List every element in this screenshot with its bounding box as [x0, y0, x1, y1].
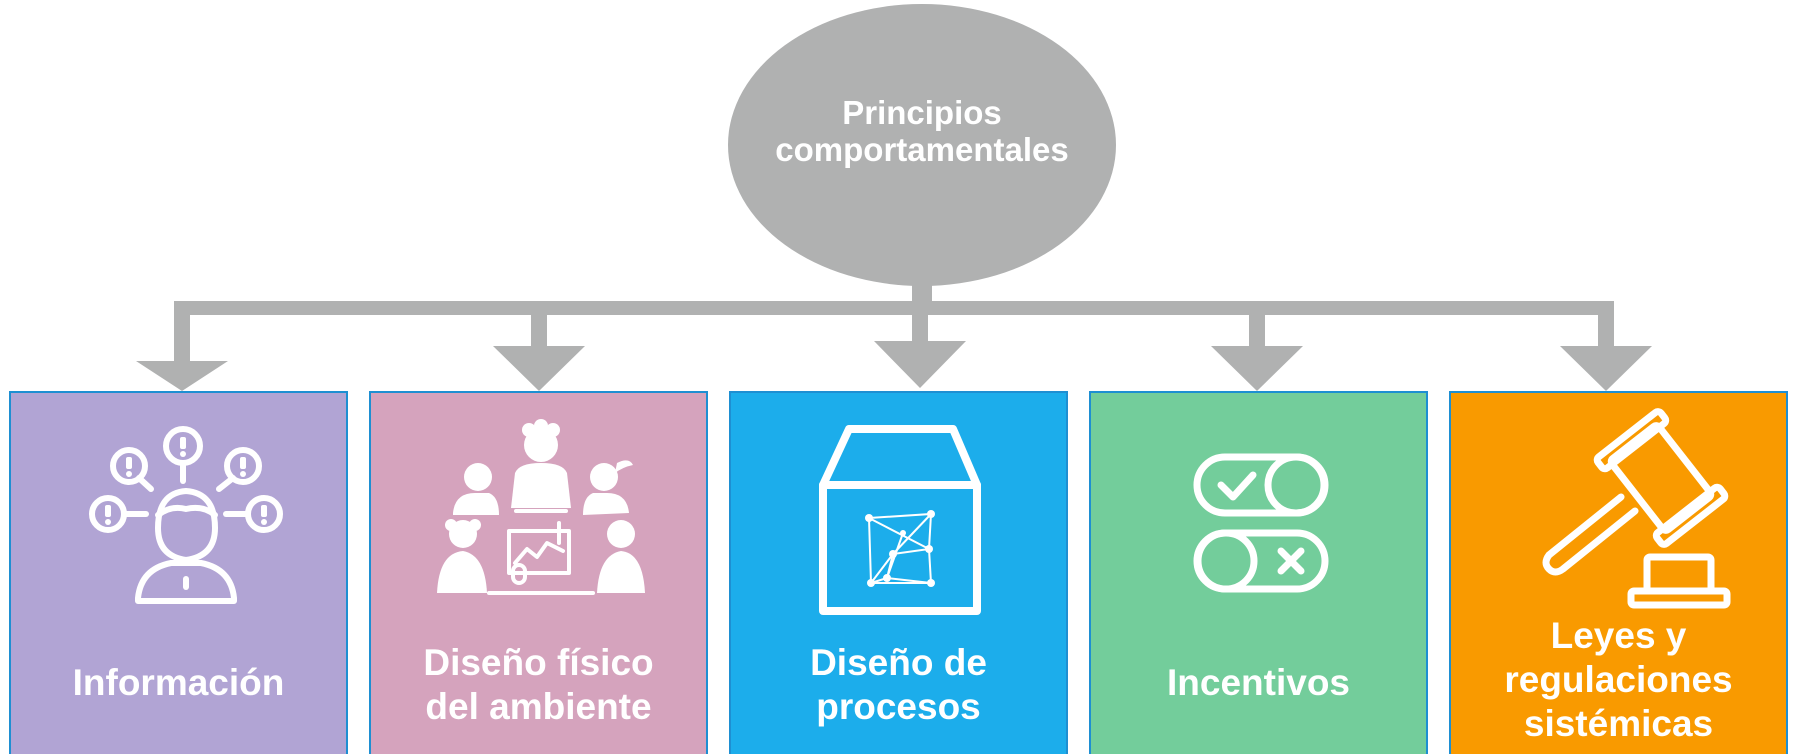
- root-stem: [912, 284, 932, 302]
- category-label: Información: [21, 661, 336, 705]
- root-label-line-2: comportamentales: [775, 131, 1069, 168]
- drop-stem-2: [531, 301, 547, 348]
- category-box-incentivos: Incentivos: [1089, 391, 1428, 754]
- label-line-1: Incentivos: [1167, 662, 1350, 703]
- drop-stem-3: [912, 301, 928, 348]
- label-line-1: Leyes y: [1550, 615, 1687, 656]
- root-node-principios-comportamentales: Principios comportamentales: [728, 4, 1116, 286]
- category-label: Diseño físico del ambiente: [381, 641, 696, 729]
- label-line-2: del ambiente: [425, 686, 652, 727]
- category-label: Leyes y regulaciones sistémicas: [1461, 614, 1776, 746]
- arrowhead-2: [493, 346, 585, 391]
- horizontal-bar: [174, 301, 1614, 315]
- label-line-1: Diseño físico: [423, 642, 654, 683]
- root-label-line-1: Principios: [842, 94, 1002, 131]
- arrowhead-1: [136, 361, 228, 391]
- label-line-2: regulaciones: [1504, 659, 1733, 700]
- drop-stem-4: [1249, 301, 1265, 348]
- drop-stem-1: [174, 301, 190, 361]
- label-line-1: Información: [72, 662, 285, 703]
- label-line-1: Diseño de: [810, 642, 987, 683]
- category-box-diseno-procesos: Diseño de procesos: [729, 391, 1068, 754]
- label-line-3: sistémicas: [1523, 703, 1714, 744]
- root-node-label: Principios comportamentales: [757, 94, 1087, 168]
- category-box-informacion: Información: [9, 391, 348, 754]
- category-label: Incentivos: [1101, 661, 1416, 705]
- arrowhead-5: [1560, 346, 1652, 391]
- label-line-2: procesos: [816, 686, 981, 727]
- person-with-alert-bubbles-icon: [89, 426, 283, 604]
- drop-stem-5: [1598, 301, 1614, 348]
- toggle-switches-icon: [1193, 453, 1329, 593]
- box-process-network-icon: [819, 425, 981, 615]
- arrowhead-4: [1211, 346, 1303, 391]
- category-box-diseno-fisico: Diseño físico del ambiente: [369, 391, 708, 754]
- category-label: Diseño de procesos: [741, 641, 1056, 729]
- arrowhead-3: [874, 341, 966, 388]
- gavel-icon: [1542, 408, 1731, 609]
- category-box-leyes: Leyes y regulaciones sistémicas: [1449, 391, 1788, 754]
- team-meeting-table-icon: [437, 419, 645, 595]
